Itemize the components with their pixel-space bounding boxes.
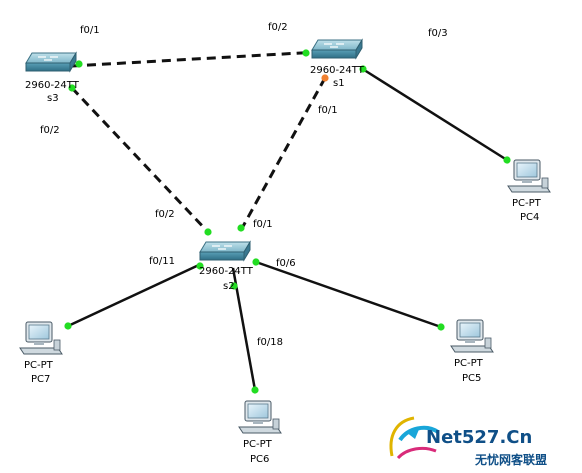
link-light-s1-to-s3	[302, 49, 310, 57]
link-light-s3-to-s2	[68, 84, 76, 92]
link-light-s3-to-s1	[75, 60, 83, 68]
link-light-pc7	[64, 322, 72, 330]
link-light-s2-to-pc6	[230, 282, 238, 290]
port-labels-layer: f0/1 f0/2 f0/3 f0/2 f0/1 f0/2 f0/1 f0/11…	[40, 22, 448, 348]
link-light-s2-to-s3	[204, 228, 212, 236]
switch-s2[interactable]: 2960-24TT s2	[199, 241, 254, 292]
port-label-s3-f0-2: f0/2	[40, 125, 60, 136]
device-model-label: PC-PT	[454, 358, 484, 369]
device-name-label: s2	[223, 281, 235, 292]
pc-pc7[interactable]: PC-PT PC7	[19, 321, 63, 385]
port-lights-layer	[64, 49, 511, 394]
link-s2-pc7[interactable]	[67, 262, 202, 328]
link-light-s2-to-pc5	[252, 258, 260, 266]
device-model-label: 2960-24TT	[199, 266, 254, 277]
port-label-s2-f0-1: f0/1	[253, 219, 273, 230]
link-s2-pc5[interactable]	[255, 260, 442, 329]
device-name-label: s3	[47, 93, 59, 104]
device-name-label: s1	[333, 78, 345, 89]
device-name-label: PC5	[462, 373, 481, 384]
link-light-pc5	[437, 323, 445, 331]
switch-s3[interactable]: 2960-24TT s3	[25, 52, 80, 104]
port-label-s2-f0-11: f0/11	[149, 256, 175, 267]
link-light-s1-to-pc4	[359, 65, 367, 73]
device-name-label: PC6	[250, 454, 269, 465]
device-model-label: 2960-24TT	[310, 65, 365, 76]
watermark-tagline: 无忧网客联盟	[474, 452, 547, 467]
link-light-s2-to-s1	[237, 224, 245, 232]
switch-icon	[25, 52, 77, 72]
port-label-s2-f0-6: f0/6	[276, 258, 296, 269]
pc-icon	[450, 319, 494, 353]
device-model-label: 2960-24TT	[25, 80, 80, 91]
device-name-label: PC7	[31, 374, 50, 385]
device-model-label: PC-PT	[243, 439, 273, 450]
port-label-s1-f0-3: f0/3	[428, 28, 448, 39]
port-label-s1-f0-2: f0/2	[268, 22, 288, 33]
port-label-s1-f0-1: f0/1	[318, 105, 338, 116]
device-name-label: PC4	[520, 212, 539, 223]
pc-icon	[19, 321, 63, 355]
pc-icon	[507, 159, 551, 193]
link-light-s2-to-pc7	[196, 262, 204, 270]
link-s3-s1[interactable]	[71, 50, 319, 68]
switch-icon	[199, 241, 251, 261]
port-label-s2-f0-2: f0/2	[155, 209, 175, 220]
pc-icon	[238, 400, 282, 434]
switch-s1[interactable]: 2960-24TT s1	[310, 39, 365, 89]
pc-pc6[interactable]: PC-PT PC6	[238, 400, 282, 465]
links-layer	[67, 50, 508, 391]
device-model-label: PC-PT	[24, 360, 54, 371]
port-label-s3-f0-1: f0/1	[80, 25, 100, 36]
pc-pc5[interactable]: PC-PT PC5	[450, 319, 494, 384]
watermark-brand: Net527.Cn	[426, 427, 532, 448]
link-light-s1-to-s2	[321, 74, 329, 82]
watermark-swirl-icon	[389, 416, 440, 460]
pc-pc4[interactable]: PC-PT PC4	[507, 159, 551, 223]
link-s1-pc4[interactable]	[360, 66, 508, 162]
link-light-pc6	[251, 386, 259, 394]
link-s3-s2[interactable]	[70, 86, 210, 234]
watermark-logo: Net527.Cn 无忧网客联盟	[389, 416, 547, 467]
port-label-s2-f0-18: f0/18	[257, 337, 283, 348]
link-s1-s2[interactable]	[239, 77, 327, 231]
device-model-label: PC-PT	[512, 198, 542, 209]
switch-icon	[311, 39, 363, 59]
link-light-pc4	[503, 156, 511, 164]
